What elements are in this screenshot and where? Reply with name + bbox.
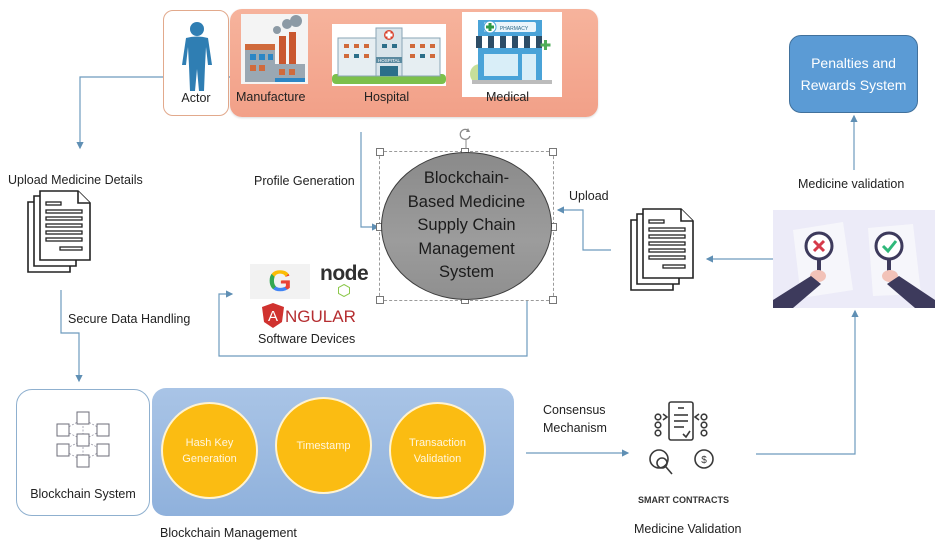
software-devices-label: Software Devices: [258, 332, 356, 346]
stakeholder-label-hospital: Hospital: [364, 90, 410, 104]
penalties-rewards-box[interactable]: Penalties and Rewards System: [789, 35, 918, 113]
resize-handle-ne[interactable]: [549, 148, 557, 156]
google-logo: G: [250, 264, 310, 299]
factory-icon: [245, 15, 305, 82]
stakeholder-label-medical: Medical: [486, 90, 530, 104]
angular-wordmark: NGULAR: [285, 307, 356, 326]
actor-label: Actor: [181, 91, 211, 105]
pharmacy-sign: PHARMACY: [500, 26, 529, 32]
smart-contracts-icon: $: [649, 401, 714, 475]
upload-medicine-details-label: Upload Medicine Details: [8, 173, 143, 187]
validation-illustration: [773, 210, 935, 308]
blockchain-management-box: Hash Key Generation Timestamp Transactio…: [152, 388, 514, 516]
connector-upload: [556, 206, 611, 251]
blockchain-network-icon: [56, 411, 110, 468]
connector-secure-data: [60, 290, 83, 383]
stakeholder-label-manufacture: Manufacture: [236, 90, 306, 104]
documents-icon: [27, 190, 91, 273]
upload-label: Upload: [569, 189, 609, 203]
blockchain-system-box[interactable]: Blockchain System: [16, 389, 150, 516]
factory-tile: [241, 14, 308, 84]
selection-frame[interactable]: [376, 148, 557, 304]
step-label: Hash Key Generation: [182, 436, 237, 465]
resize-handle-se[interactable]: [549, 296, 557, 304]
central-system-label: Blockchain-Based Medicine Supply Chain M…: [407, 169, 526, 282]
node-icon: node: [320, 262, 369, 285]
connector-software-devices: [218, 290, 528, 357]
resize-handle-nw[interactable]: [376, 148, 384, 156]
secure-data-handling-label: Secure Data Handling: [68, 312, 191, 326]
svg-text:A: A: [268, 308, 278, 325]
connector-profile-generation: [360, 132, 380, 231]
angular-logo: A NGULAR: [262, 303, 362, 329]
step-hash-key-generation[interactable]: Hash Key Generation: [161, 402, 258, 499]
profile-generation-label: Profile Generation: [254, 174, 355, 188]
resize-handle-sw[interactable]: [376, 296, 384, 304]
medicine-validation-label-top: Medicine validation: [798, 177, 905, 191]
node-hexagon-icon: [338, 284, 350, 297]
person-icon: [182, 22, 212, 91]
connector-contracts-to-validation: [756, 309, 859, 455]
pharmacy-tile: PHARMACY: [462, 12, 562, 97]
svg-text:$: $: [701, 455, 707, 466]
uploaded-documents-icon: [630, 208, 694, 291]
rotate-handle-icon[interactable]: [459, 127, 473, 149]
central-system-node[interactable]: Blockchain-Based Medicine Supply Chain M…: [381, 152, 552, 300]
pharmacy-icon: PHARMACY: [470, 20, 552, 84]
magnifier-reject-accept-icon: [773, 222, 935, 308]
step-label: Timestamp: [296, 439, 351, 452]
consensus-mechanism-label: Consensus Mechanism: [543, 403, 607, 435]
blockchain-system-label: Blockchain System: [30, 487, 136, 501]
actor-box: Actor: [163, 10, 229, 116]
google-icon: G: [268, 264, 292, 298]
blockchain-management-label: Blockchain Management: [160, 526, 297, 540]
medicine-validation-label-bottom: Medicine Validation: [634, 522, 742, 536]
step-transaction-validation[interactable]: Transaction Validation: [389, 402, 486, 499]
node-logo: node: [320, 262, 372, 300]
hospital-icon: HOSPITAL: [332, 27, 446, 84]
hospital-tile: HOSPITAL: [332, 24, 446, 86]
stakeholder-banner: Manufacture HOSPITAL Hospital: [230, 9, 598, 117]
step-timestamp[interactable]: Timestamp: [275, 397, 372, 494]
step-label: Transaction Validation: [408, 436, 467, 465]
angular-shield-icon: A: [262, 303, 284, 328]
penalties-rewards-label: Penalties and Rewards System: [800, 55, 907, 93]
smart-contracts-label: SMART CONTRACTS: [638, 495, 729, 505]
hospital-sign: HOSPITAL: [378, 58, 400, 63]
